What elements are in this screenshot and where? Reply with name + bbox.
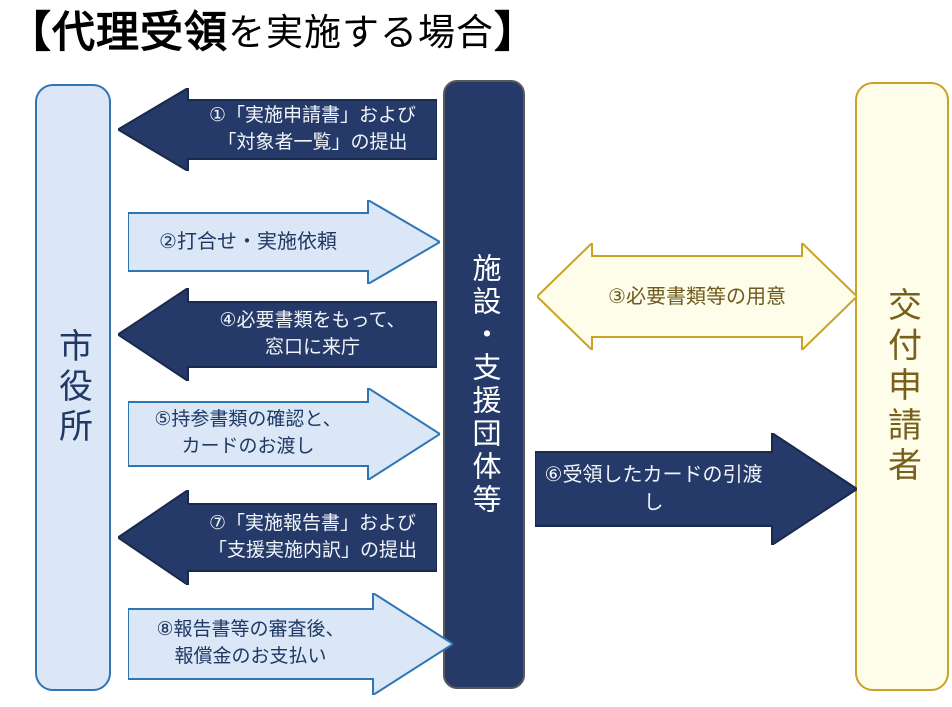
arrow-6-label: ⑥受領したカードの引渡し xyxy=(544,464,763,514)
arrow-2-meeting-request: ②打合せ・実施依頼 xyxy=(128,200,440,284)
arrow-5-check-and-hand-card: ⑤持参書類の確認と、 カードのお渡し xyxy=(128,388,440,480)
column-applicant: 交付申請者 xyxy=(855,82,949,691)
left-arrow-shape xyxy=(118,490,437,585)
arrow-7-submit-report: ⑦「実施報告書」および 「支援実施内訳」の提出 xyxy=(118,490,437,585)
page-title: 【代理受領を実施する場合】 xyxy=(8,0,538,58)
column-city-hall-label: 市役所 xyxy=(53,327,92,448)
arrow-6-deliver-card: ⑥受領したカードの引渡し xyxy=(535,433,857,545)
arrow-4-label: ④必要書類をもって、 窓口に来庁 xyxy=(219,309,406,358)
right-arrow-shape xyxy=(128,200,440,284)
left-arrow-shape xyxy=(118,88,437,171)
column-applicant-label: 交付申請者 xyxy=(882,286,921,487)
column-facility: 施設・支援団体等 xyxy=(443,80,525,689)
arrow-4-visit-counter: ④必要書類をもって、 窓口に来庁 xyxy=(118,288,437,381)
left-arrow-shape xyxy=(118,288,437,381)
arrow-1-label: ①「実施申請書」および 「対象者一覧」の提出 xyxy=(208,104,417,153)
arrow-3-prepare-documents: ③必要書類等の用意 xyxy=(537,243,857,350)
title-rest: を実施する場合 xyxy=(228,12,494,53)
title-emphasis: 【代理受領 xyxy=(8,9,228,57)
arrow-8-label: ⑧報告書等の審査後、 報償金のお支払い xyxy=(156,619,345,667)
arrow-1-submit-application: ①「実施申請書」および 「対象者一覧」の提出 xyxy=(118,88,437,171)
arrow-3-label: ③必要書類等の用意 xyxy=(608,285,786,308)
column-facility-label: 施設・支援団体等 xyxy=(468,252,500,517)
right-arrow-shape xyxy=(128,388,440,480)
arrow-8-payment: ⑧報告書等の審査後、 報償金のお支払い xyxy=(128,593,453,695)
arrow-7-label: ⑦「実施報告書」および 「支援実施内訳」の提出 xyxy=(207,512,417,561)
arrow-2-label: ②打合せ・実施依頼 xyxy=(159,231,337,253)
right-arrow-shape xyxy=(535,433,857,545)
title-bracket: 】 xyxy=(494,9,538,57)
double-arrow-shape xyxy=(537,243,857,350)
column-city-hall: 市役所 xyxy=(35,84,111,691)
right-arrow-shape xyxy=(128,593,453,695)
arrow-5-label: ⑤持参書類の確認と、 カードのお渡し xyxy=(154,409,342,457)
